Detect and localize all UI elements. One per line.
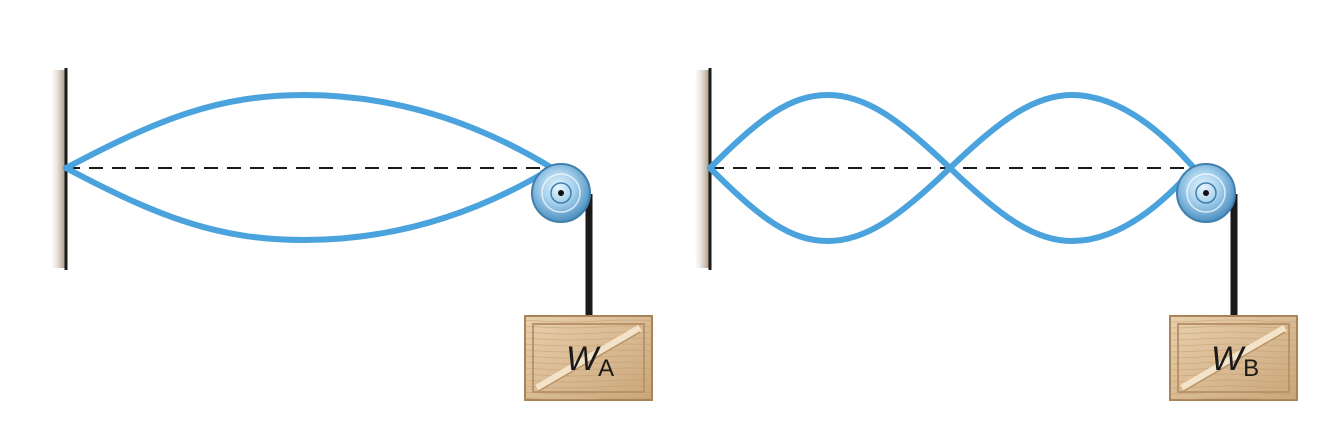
pulley-b bbox=[1176, 163, 1236, 223]
setup-a: WA bbox=[48, 68, 653, 401]
string-lower-b bbox=[707, 163, 1197, 245]
pulley-a bbox=[531, 163, 591, 223]
weight-label-b: WB bbox=[1211, 340, 1259, 382]
setup-b: WB bbox=[692, 68, 1298, 401]
string-lower-a bbox=[63, 165, 555, 244]
string-upper-a bbox=[63, 91, 555, 171]
string-upper-b bbox=[707, 91, 1197, 173]
weight-crate-a: WA bbox=[524, 315, 653, 401]
weight-label-a: WA bbox=[566, 340, 614, 382]
weight-crate-b: WB bbox=[1169, 315, 1298, 401]
